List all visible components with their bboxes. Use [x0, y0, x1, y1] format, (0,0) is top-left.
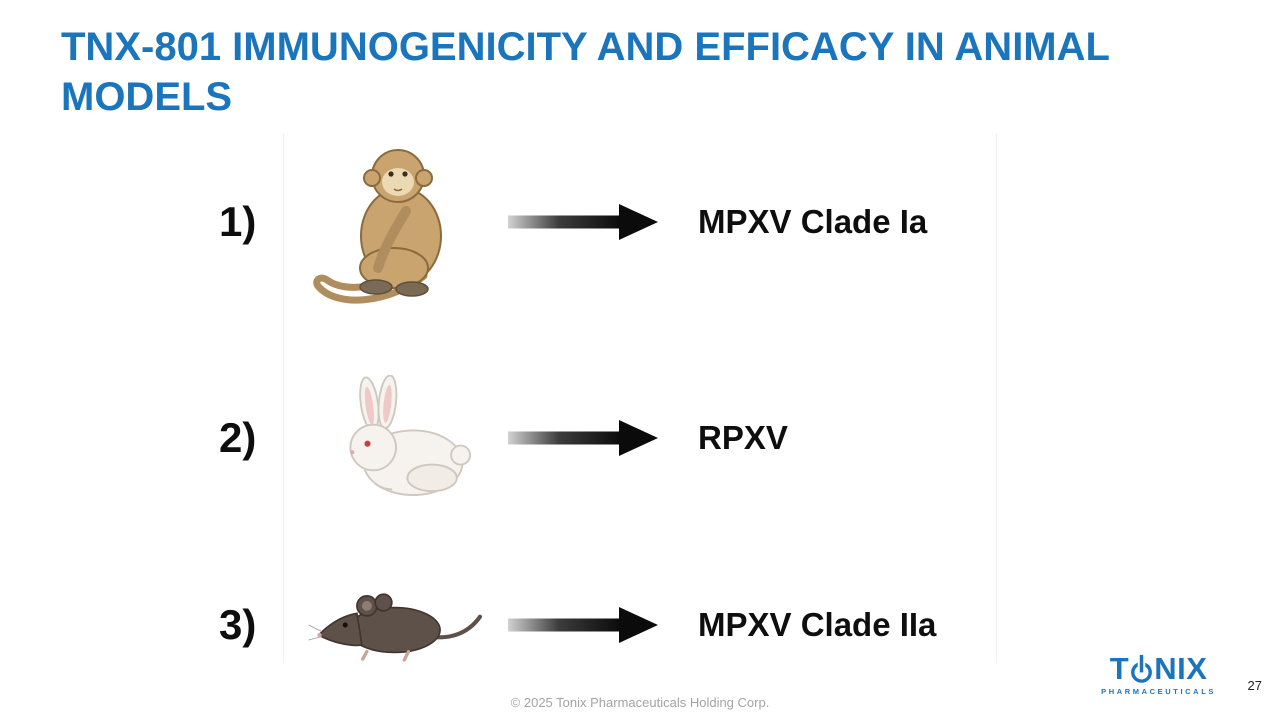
- monkey-illustration: [283, 136, 508, 308]
- rabbit-illustration: [283, 374, 508, 501]
- arrow-icon: [508, 418, 658, 458]
- image-panel: [283, 133, 997, 663]
- tonix-logo-wordmark: T NIX: [1110, 653, 1208, 684]
- model-row-monkey: 1): [213, 132, 927, 312]
- challenge-label: RPXV: [698, 418, 788, 456]
- power-o-icon: [1131, 654, 1153, 683]
- logo-letters-nix: NIX: [1154, 651, 1208, 686]
- challenge-label: MPXV Clade IIa: [698, 606, 937, 643]
- row-number: 2): [219, 413, 257, 461]
- model-row-rabbit: 2): [213, 355, 788, 520]
- mouse-illustration: [283, 581, 508, 669]
- page-number: 27: [1247, 678, 1262, 693]
- arrow-icon: [508, 202, 658, 242]
- row-number: 3): [219, 601, 257, 648]
- arrow-icon: [508, 605, 658, 645]
- challenge-label: MPXV Clade Ia: [698, 203, 928, 240]
- logo-letter-t: T: [1109, 651, 1130, 686]
- tonix-logo: T NIX PHARMACEUTICALS: [1101, 653, 1216, 696]
- footer-copyright: © 2025 Tonix Pharmaceuticals Holding Cor…: [510, 695, 770, 710]
- row-number: 1): [219, 198, 257, 245]
- logo-tagline: PHARMACEUTICALS: [1101, 687, 1216, 696]
- slide-title: TNX-801 IMMUNOGENICITY AND EFFICACY IN A…: [61, 25, 1110, 119]
- model-row-mouse: 3): [213, 560, 936, 690]
